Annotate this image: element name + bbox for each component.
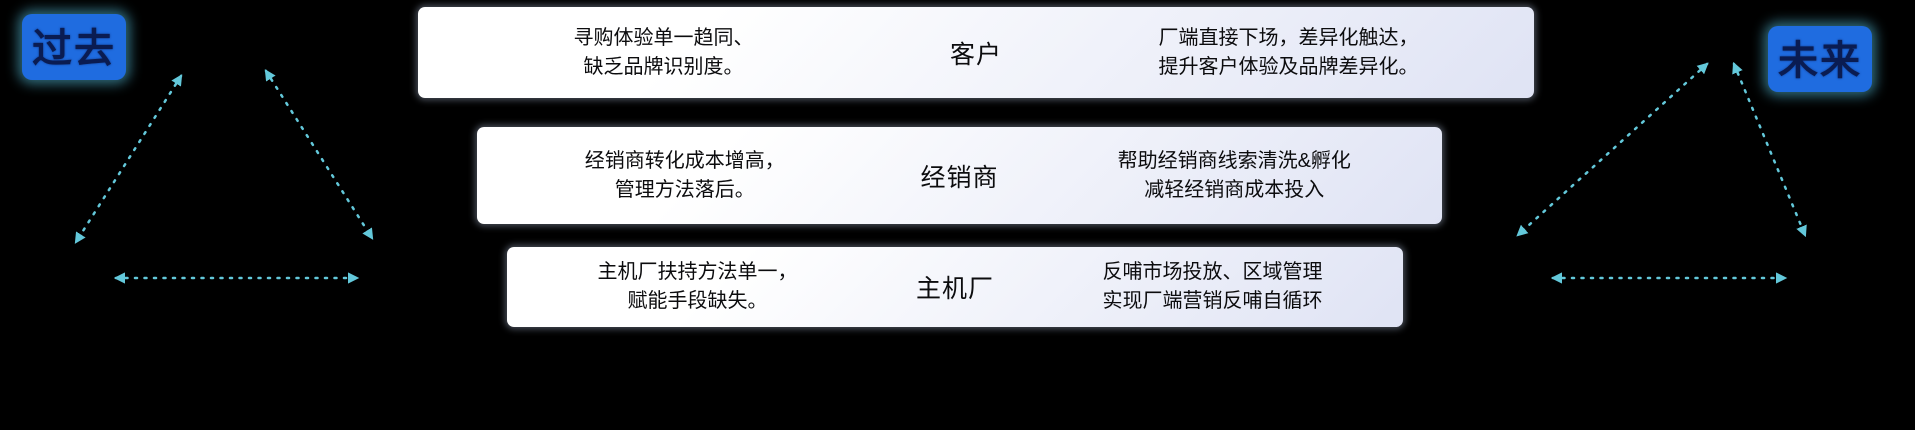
future-arrow-left-slant — [1516, 62, 1709, 237]
past-arrow-right-slant — [264, 69, 374, 240]
customer-future-text: 厂端直接下场，差异化触达， 提升客户体验及品牌差异化。 — [1158, 26, 1419, 78]
past-arrow-left-slant — [74, 74, 183, 244]
dealer-entity-label: 经销商 — [920, 163, 999, 192]
oem-past-text: 主机厂扶持方法单一， 赋能手段缺失。 — [597, 261, 798, 312]
row-dealer: 经销商转化成本增高， 管理方法落后。 经销商 帮助经销商线索清洗&孵化 减轻经销… — [477, 127, 1442, 224]
dealer-past-text: 经销商转化成本增高， 管理方法落后。 — [584, 149, 785, 201]
oem-entity-label: 主机厂 — [915, 275, 994, 303]
future-label: 未来 — [1768, 26, 1872, 92]
customer-entity-label: 客户 — [949, 40, 1002, 69]
row-oem: 主机厂扶持方法单一， 赋能手段缺失。 主机厂 反哺市场投放、区域管理 实现厂端营… — [507, 247, 1403, 327]
row-customer: 寻购体验单一趋同、 缺乏品牌识别度。 客户 厂端直接下场，差异化触达， 提升客户… — [418, 7, 1534, 98]
dealer-future-text: 帮助经销商线索清洗&孵化 减轻经销商成本投入 — [1117, 149, 1351, 201]
oem-future-text: 反哺市场投放、区域管理 实现厂端营销反哺自循环 — [1102, 261, 1323, 312]
customer-past-text: 寻购体验单一趋同、 缺乏品牌识别度。 — [573, 26, 754, 78]
past-label: 过去 — [22, 14, 126, 80]
